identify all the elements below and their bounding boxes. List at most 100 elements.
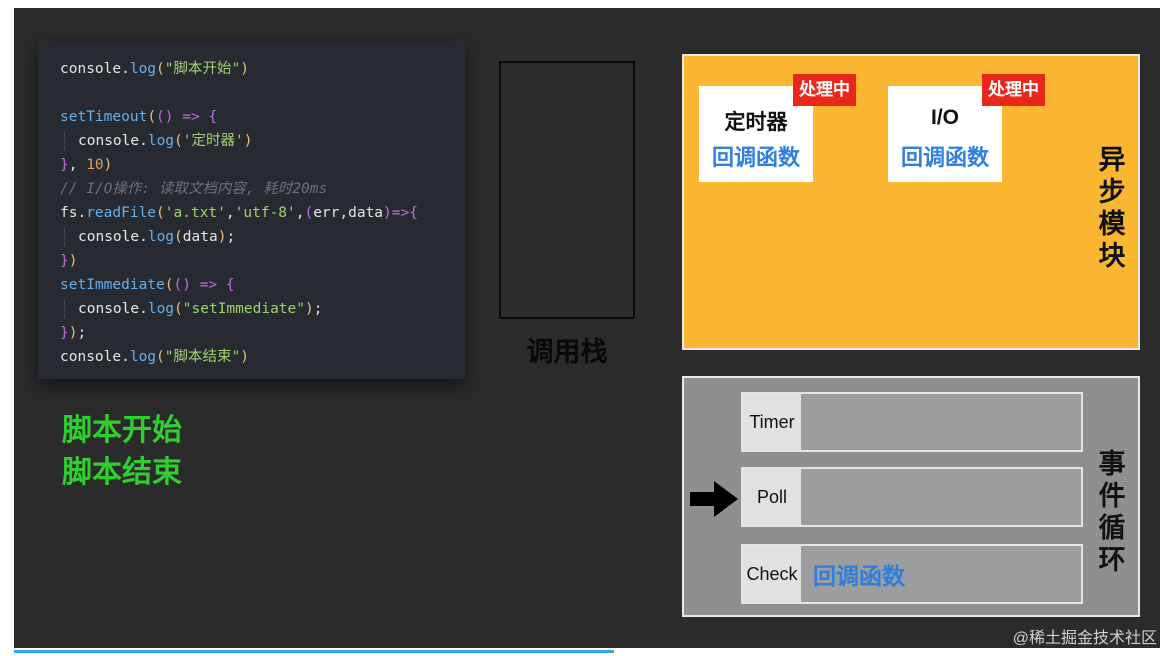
code-token: log: [147, 301, 175, 317]
code-token: ,: [68, 157, 87, 173]
code-line: console.log(data);: [60, 225, 465, 249]
code-token: ): [243, 133, 253, 149]
code-token: =>{: [391, 205, 418, 221]
code-token: err,data: [313, 205, 384, 221]
code-panel: console.log("脚本开始") setTimeout(() => { c…: [38, 41, 465, 379]
code-token: (: [156, 61, 165, 77]
processing-badge: 处理中: [982, 74, 1045, 106]
call-stack-label: 调用栈: [526, 337, 608, 367]
vertical-char: 件: [1098, 481, 1126, 511]
code-line: console.log("脚本结束"): [60, 345, 465, 369]
code-comment: // I/O操作: 读取文档内容, 耗时20ms: [60, 181, 328, 197]
phase-poll: Poll: [741, 467, 1083, 527]
card-callback: 回调函数: [711, 145, 800, 170]
code-token: =>: [199, 277, 218, 293]
code-token: 10: [86, 157, 104, 173]
call-stack-box: [499, 61, 635, 319]
code-token: log: [129, 349, 157, 365]
code-token: 'utf-8': [234, 205, 296, 221]
code-token: readFile: [86, 205, 157, 221]
code-line: // I/O操作: 读取文档内容, 耗时20ms: [60, 177, 465, 201]
phase-check: Check 回调函数: [741, 544, 1083, 604]
code-token: (: [174, 133, 183, 149]
phase-callback: 回调函数: [813, 563, 905, 589]
code-token: "setImmediate": [182, 301, 305, 317]
vertical-char: 异: [1098, 145, 1126, 175]
code-line: setImmediate(() => {: [60, 273, 465, 297]
code-token: [174, 109, 183, 125]
code-token: (: [304, 205, 314, 221]
code-line: fs.readFile('a.txt','utf-8',(err,data)=>…: [60, 201, 465, 225]
card-title: I/O: [930, 106, 959, 129]
card-callback: 回调函数: [900, 145, 989, 170]
code-token: ;: [226, 229, 236, 245]
code-line: }, 10): [60, 153, 465, 177]
code-token: console.: [78, 133, 148, 149]
code-token: =>: [182, 109, 200, 125]
code-line-blank: [60, 81, 465, 105]
code-token: }: [60, 253, 69, 269]
vertical-char: 模: [1098, 209, 1126, 239]
code-line: setTimeout(() => {: [60, 105, 465, 129]
vertical-char: 循: [1098, 513, 1126, 543]
code-token: (: [156, 205, 165, 221]
code-token: log: [147, 133, 175, 149]
phase-timer: Timer: [741, 392, 1083, 452]
event-loop-label: 事件循环: [1092, 448, 1132, 576]
code-token: {: [208, 109, 218, 125]
vertical-char: 步: [1098, 177, 1126, 207]
output-line: 脚本开始: [62, 414, 182, 447]
code-token: setTimeout: [60, 109, 148, 125]
code-token: log: [147, 229, 175, 245]
code-token: ): [240, 349, 249, 365]
async-module-panel: 定时器 回调函数 处理中 I/O 回调函数 处理中 异步模块: [682, 54, 1140, 350]
phase-label: Check: [743, 546, 801, 602]
code-token: ): [68, 253, 78, 269]
code-token: (: [174, 229, 183, 245]
console-output: 脚本开始 脚本结束: [62, 410, 182, 494]
code-token: [217, 277, 226, 293]
code-token: 'a.txt': [164, 205, 226, 221]
card-title: 定时器: [724, 111, 788, 134]
code-token: '定时器': [182, 133, 244, 149]
vertical-char: 块: [1098, 241, 1126, 271]
code-line: }): [60, 249, 465, 273]
code-token: (): [173, 277, 191, 293]
code-token: ): [240, 61, 249, 77]
code-token: setImmediate: [60, 277, 165, 293]
code-token: fs.: [60, 205, 87, 221]
code-token: log: [129, 61, 157, 77]
code-token: }: [60, 325, 69, 341]
code-line: });: [60, 321, 465, 345]
processing-badge: 处理中: [793, 74, 856, 106]
code-token: console.: [78, 229, 148, 245]
async-module-label: 异步模块: [1092, 144, 1132, 272]
code-token: {: [225, 277, 235, 293]
current-phase-arrow-icon: [690, 481, 738, 517]
code-token: ,: [225, 205, 235, 221]
phase-label: Timer: [743, 394, 801, 450]
code-token: ): [383, 205, 392, 221]
phase-label: Poll: [743, 469, 801, 525]
code-line: console.log("setImmediate");: [60, 297, 465, 321]
code-token: "脚本开始": [164, 61, 241, 77]
code-token: }: [60, 157, 69, 173]
vertical-char: 环: [1098, 545, 1126, 575]
code-token: (: [174, 301, 183, 317]
code-token: "脚本结束": [164, 349, 241, 365]
code-token: console.: [78, 301, 148, 317]
code-token: [191, 277, 200, 293]
code-token: ;: [77, 325, 87, 341]
code-token: ,: [295, 205, 305, 221]
code-token: console.: [60, 61, 130, 77]
code-line: console.log('定时器'): [60, 129, 465, 153]
code-token: ): [305, 301, 314, 317]
code-token: (): [156, 109, 174, 125]
code-token: (: [164, 277, 174, 293]
code-line: console.log("脚本开始"): [60, 57, 465, 81]
vertical-char: 事: [1098, 449, 1126, 479]
progress-bar: [14, 650, 614, 653]
code-token: (: [147, 109, 157, 125]
code-token: ): [217, 229, 227, 245]
code-token: ): [103, 157, 113, 173]
